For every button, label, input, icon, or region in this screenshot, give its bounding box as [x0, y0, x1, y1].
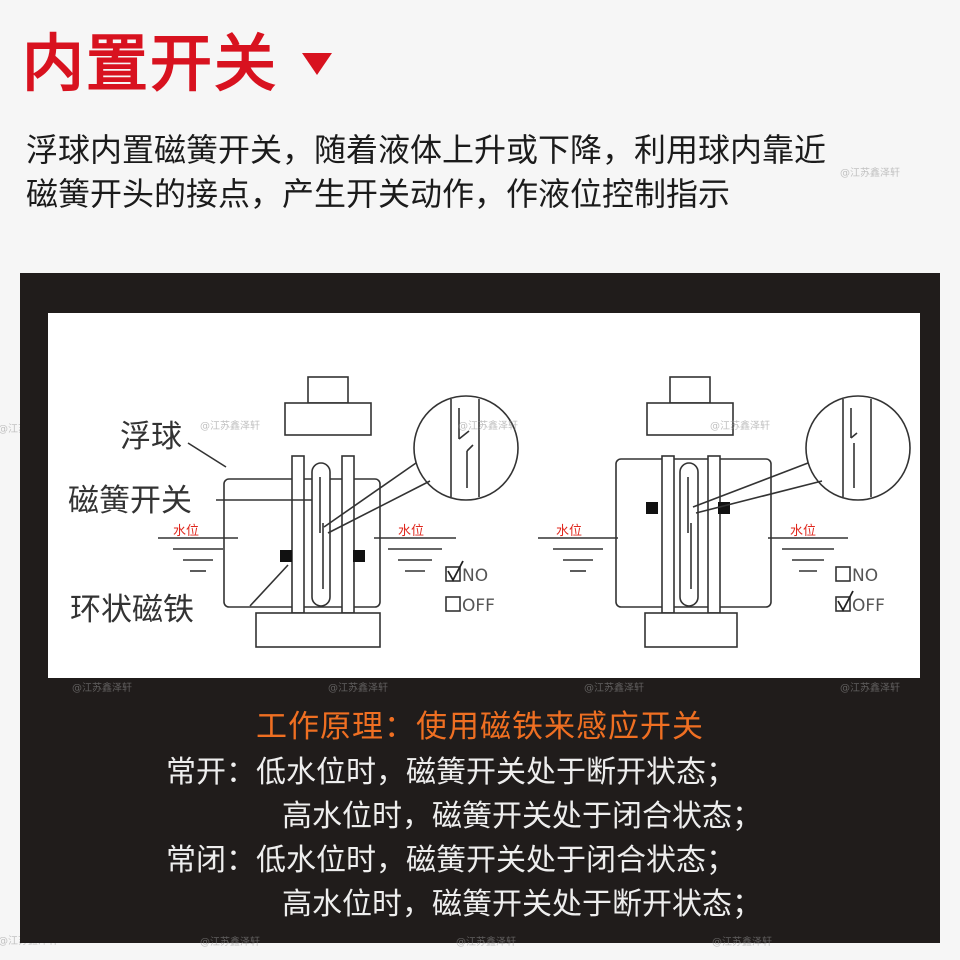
water-level-label: 水位: [398, 524, 424, 539]
principle-lines: 常开：低水位时，磁簧开关处于断开状态； 高水位时，磁簧开关处于闭合状态； 常闭：…: [166, 751, 762, 927]
ring-magnet-label: 环状磁铁: [70, 592, 194, 628]
watermark: @江苏鑫泽轩: [710, 419, 770, 432]
line-text: 低水位时，磁簧开关处于断开状态；: [256, 755, 736, 790]
watermark: @江苏鑫泽轩: [458, 419, 518, 432]
water-level-label: 水位: [173, 524, 199, 539]
principle-line: 常闭：低水位时，磁簧开关处于闭合状态；: [166, 839, 762, 883]
watermark: @江苏鑫泽轩: [72, 683, 132, 694]
float-switch-diagram: 浮球 磁簧开关 环状磁铁 水位 水位 水位 水位 NO OFF NO OFF @…: [68, 376, 911, 648]
float-label: 浮球: [120, 419, 182, 455]
off-label: OFF: [852, 596, 885, 616]
watermark: @江苏鑫泽轩: [840, 683, 900, 694]
triangle-down-icon: [302, 53, 333, 75]
no-label: NO: [462, 566, 488, 586]
principle-line: 常开：低水位时，磁簧开关处于断开状态；: [166, 751, 762, 795]
principle-title: 工作原理：使用磁铁来感应开关: [256, 709, 704, 745]
reed-switch-label: 磁簧开关: [68, 483, 192, 519]
water-level-label: 水位: [790, 524, 816, 539]
diagram-panel: 浮球 磁簧开关 环状磁铁 水位 水位 水位 水位 NO OFF NO OFF @…: [20, 273, 940, 948]
line-prefix: 常开：: [166, 755, 256, 790]
header: 内置开关: [22, 27, 333, 100]
line-prefix: 常闭：: [166, 843, 256, 878]
watermark: @江苏鑫泽轩: [712, 937, 772, 948]
line-text: 低水位时，磁簧开关处于闭合状态；: [256, 843, 736, 878]
right-float-switch: [538, 376, 911, 648]
description-line: 磁簧开头的接点，产生开关动作，作液位控制指示: [26, 175, 731, 213]
page-title: 内置开关: [22, 27, 279, 100]
watermark: @江苏鑫泽轩: [456, 937, 516, 948]
off-label: OFF: [462, 596, 495, 616]
watermark: @江苏鑫泽轩: [584, 683, 644, 694]
water-level-label: 水位: [556, 524, 582, 539]
principle-line: 高水位时，磁簧开关处于断开状态；: [166, 883, 762, 927]
diagram-area: 浮球 磁簧开关 环状磁铁 水位 水位 水位 水位 NO OFF NO OFF @…: [48, 313, 920, 678]
line-text: 高水位时，磁簧开关处于闭合状态；: [282, 799, 762, 834]
description-line: 浮球内置磁簧开关，随着液体上升或下降，利用球内靠近: [26, 131, 827, 169]
principle-line: 高水位时，磁簧开关处于闭合状态；: [166, 795, 762, 839]
watermark: @江苏鑫泽轩: [200, 419, 260, 432]
watermark: @江苏鑫泽轩: [840, 168, 900, 179]
line-text: 高水位时，磁簧开关处于断开状态；: [282, 887, 762, 922]
left-float-switch: [158, 376, 519, 648]
watermark: @江苏鑫泽轩: [328, 683, 388, 694]
watermark: @江苏鑫泽轩: [200, 937, 260, 948]
no-label: NO: [852, 566, 878, 586]
description: 浮球内置磁簧开关，随着液体上升或下降，利用球内靠近 磁簧开头的接点，产生开关动作…: [26, 128, 926, 216]
